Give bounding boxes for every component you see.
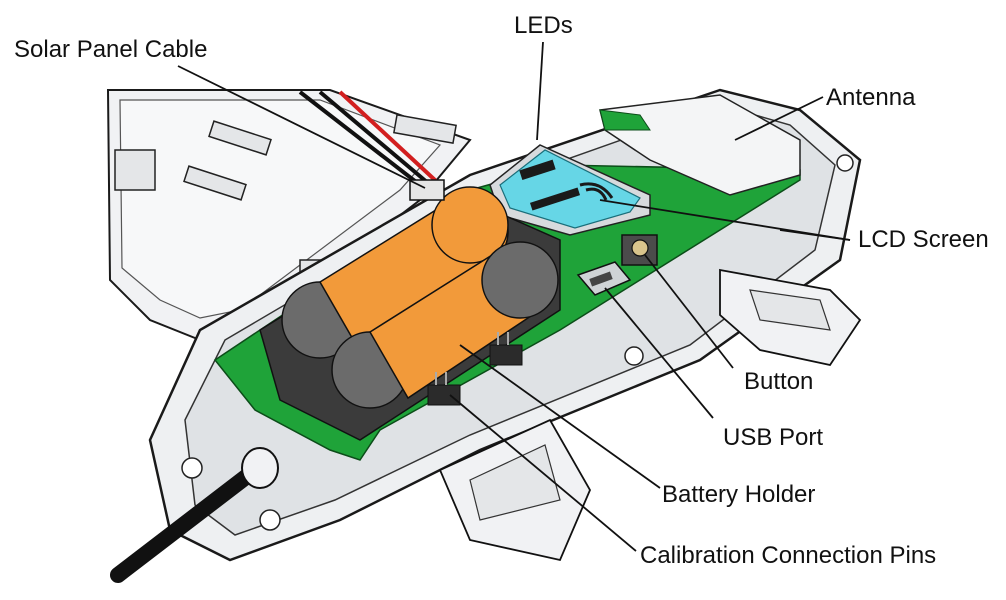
device-button	[621, 234, 658, 266]
label-leds: LEDs	[514, 12, 573, 39]
battery-2	[331, 241, 559, 409]
label-calibration-pins: Calibration Connection Pins	[640, 542, 937, 569]
leader-battery-holder	[459, 344, 661, 489]
solar-panel-cable	[298, 90, 445, 201]
leader-leds	[536, 41, 544, 141]
leader-button	[644, 254, 734, 369]
right-latch	[719, 268, 862, 367]
battery-1	[281, 186, 509, 359]
bottom-latch	[438, 418, 592, 562]
leader-calibration-pins	[449, 394, 637, 552]
label-lcd-screen: LCD Screen	[858, 226, 989, 253]
label-battery-holder: Battery Holder	[662, 481, 816, 508]
lcd-screen	[489, 144, 651, 236]
battery-holder	[259, 186, 561, 441]
leader-solar-panel-cable	[177, 65, 426, 189]
leader-lines	[177, 41, 851, 552]
calibration-pins	[427, 332, 523, 406]
leader-antenna	[734, 96, 824, 141]
leader-usb-port	[604, 287, 714, 419]
label-antenna: Antenna	[826, 84, 916, 111]
label-button: Button	[744, 368, 814, 395]
external-cable	[110, 447, 279, 583]
antenna-board	[599, 94, 801, 196]
label-solar-panel-cable: Solar Panel Cable	[14, 36, 208, 63]
usb-port	[576, 261, 632, 296]
label-usb-port: USB Port	[723, 424, 824, 451]
leader-lcd-screen-2	[779, 229, 851, 241]
